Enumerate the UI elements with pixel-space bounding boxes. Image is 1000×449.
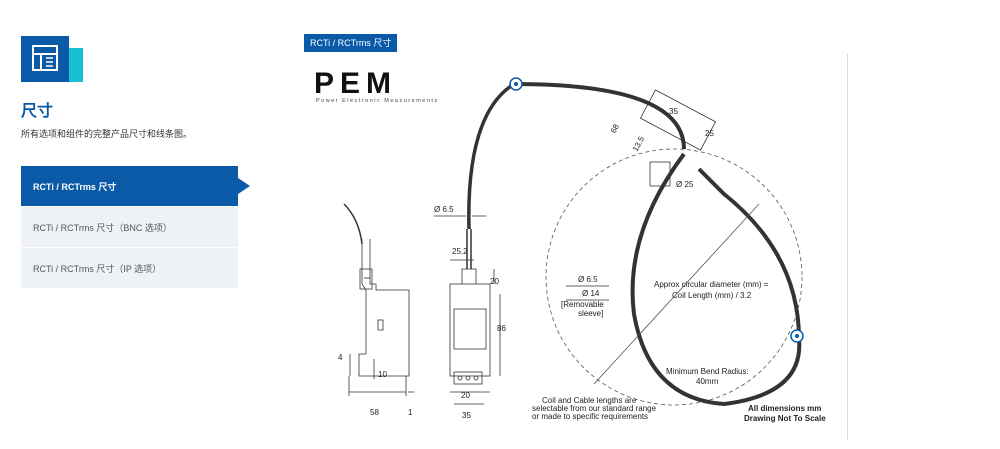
dim-1: 1	[408, 408, 413, 417]
page-description: 所有选项和组件的完整产品尺寸和线条图。	[21, 129, 193, 139]
bend-radius-1: Minimum Bend Radius:	[666, 367, 749, 376]
dim-58: 58	[370, 408, 379, 417]
logo-tagline: Power Electronic Measurements	[316, 98, 439, 104]
icon-accent-bar	[65, 48, 83, 82]
logo-text: PEM	[314, 67, 397, 100]
note-line-3: or made to specific requirements	[532, 412, 648, 421]
bend-radius-2: 40mm	[696, 377, 719, 386]
dim-20-bottom: 20	[461, 391, 470, 400]
menu-item-rcti-bnc-dimensions[interactable]: RCTi / RCTrms 尺寸（BNC 选项）	[21, 207, 238, 247]
dim-connector-diameter: Ø 25	[676, 180, 694, 189]
dim-4: 4	[338, 353, 343, 362]
dim-sleeve-diameter: Ø 14	[582, 289, 600, 298]
dim-25-2: 25.2	[452, 247, 468, 256]
all-dimensions-note: All dimensions mm	[748, 404, 821, 413]
menu-item-label: RCTi / RCTrms 尺寸	[33, 181, 117, 192]
sleeve-note-1: [Removable	[561, 300, 604, 309]
page-title: 尺寸	[21, 103, 54, 120]
section-icon	[21, 36, 83, 84]
dim-86: 86	[497, 324, 506, 333]
dim-cable-diameter: Ø 6.5	[434, 205, 454, 214]
dim-68: 68	[609, 122, 621, 135]
not-to-scale-note: Drawing Not To Scale	[744, 414, 826, 423]
approx-formula-1: Approx circular diameter (mm) =	[654, 280, 769, 289]
menu-item-label: RCTi / RCTrms 尺寸（IP 选项）	[33, 263, 162, 274]
dim-13-5: 13.5	[631, 134, 647, 152]
pem-logo: PEM Power Electronic Measurements	[314, 67, 439, 104]
menu-item-rcti-dimensions[interactable]: RCTi / RCTrms 尺寸	[21, 166, 250, 206]
approx-formula-2: Coil Length (mm) / 3.2	[672, 291, 752, 300]
dimension-menu: RCTi / RCTrms 尺寸 RCTi / RCTrms 尺寸（BNC 选项…	[21, 166, 250, 289]
dim-35-top: 35	[669, 107, 678, 116]
dimension-drawing: PEM Power Electronic Measurements	[304, 54, 848, 440]
dim-10: 10	[378, 370, 387, 379]
drawing-tab-label: RCTi / RCTrms 尺寸	[304, 34, 398, 52]
sleeve-note-2: sleeve]	[578, 309, 603, 318]
note-line-1: Coil and Cable lengths are	[542, 396, 637, 405]
dim-25-top: 25	[705, 129, 714, 138]
dim-35-bottom: 35	[462, 411, 471, 420]
note-line-2: selectable from our standard range	[532, 404, 657, 413]
dim-coil-diameter: Ø 6.5	[578, 275, 598, 284]
ruler-icon	[21, 36, 69, 82]
dim-20-top: 20	[490, 277, 499, 286]
menu-item-label: RCTi / RCTrms 尺寸（BNC 选项）	[33, 222, 172, 233]
menu-item-rcti-ip-dimensions[interactable]: RCTi / RCTrms 尺寸（IP 选项）	[21, 248, 238, 288]
